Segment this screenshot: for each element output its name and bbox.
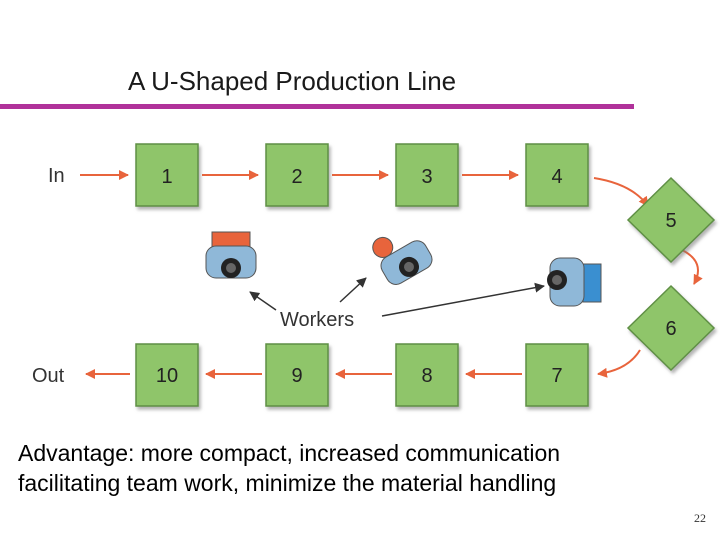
station-3: 3 [395, 143, 459, 207]
station-8-label: 8 [421, 365, 432, 387]
station-5: 5 [626, 176, 716, 264]
out-label: Out [32, 365, 65, 387]
in-label: In [48, 165, 65, 187]
station-7: 7 [525, 343, 589, 407]
page-number: 22 [694, 511, 706, 525]
caption: Advantage: more compact, increased commu… [18, 438, 708, 498]
workers-label: Workers [280, 309, 354, 331]
station-10: 10 [135, 343, 199, 407]
title-underline [0, 104, 634, 109]
worker-pointer-1 [249, 291, 277, 311]
station-3-label: 3 [421, 166, 432, 188]
caption-line-1: Advantage: more compact, increased commu… [18, 440, 561, 466]
slide-title: A U-Shaped Production Line [128, 66, 457, 96]
station-8: 8 [395, 343, 459, 407]
station-4: 4 [525, 143, 589, 207]
station-2: 2 [265, 143, 329, 207]
worker-2-icon [372, 236, 433, 285]
worker-pointer-2 [339, 277, 367, 303]
station-9-label: 9 [291, 365, 302, 387]
station-7-label: 7 [551, 365, 562, 387]
station-6-label: 6 [665, 318, 676, 340]
worker-pointer-3 [381, 282, 545, 317]
flow-arrow-4-5 [593, 177, 649, 207]
station-1-label: 1 [161, 166, 172, 188]
station-6: 6 [626, 284, 716, 372]
flow-arrow-5-6 [681, 249, 703, 285]
diagram-svg: In Out 1 2 3 4 5 6 7 8 [32, 143, 716, 407]
u-shaped-line-diagram: In Out 1 2 3 4 5 6 7 8 [0, 120, 720, 420]
caption-line-2: facilitating team work, minimize the mat… [18, 470, 557, 496]
station-9: 9 [265, 343, 329, 407]
station-4-label: 4 [551, 166, 562, 188]
flow-arrow-6-7 [597, 349, 641, 378]
station-10-label: 10 [156, 365, 178, 387]
station-1: 1 [135, 143, 199, 207]
worker-3-icon [547, 257, 602, 307]
station-5-label: 5 [665, 210, 676, 232]
worker-1-icon [205, 231, 257, 279]
station-2-label: 2 [291, 166, 302, 188]
